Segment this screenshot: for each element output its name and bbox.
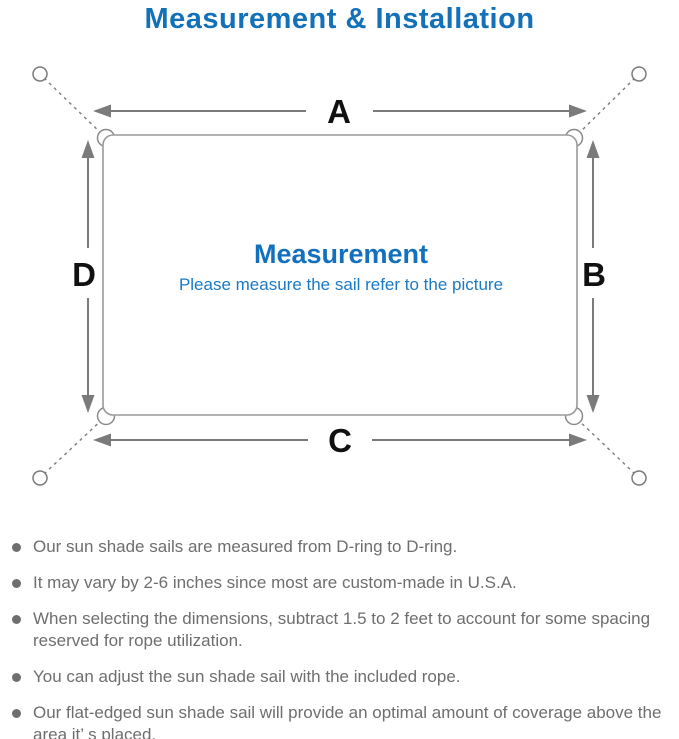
diagram-center-title: Measurement [254, 239, 428, 269]
notes-list: Our sun shade sails are measured from D-… [10, 536, 673, 739]
arrowhead-a-right-icon [569, 104, 587, 118]
arrowhead-b-down-icon [586, 395, 600, 413]
bullet-icon [12, 709, 21, 718]
dimension-label-d: D [72, 256, 96, 293]
note-text: You can adjust the sun shade sail with t… [33, 667, 461, 686]
note-item: It may vary by 2-6 inches since most are… [10, 572, 673, 594]
diagram-center-subtitle: Please measure the sail refer to the pic… [179, 275, 503, 294]
rope-line-top-left [43, 77, 107, 139]
dimension-label-a: A [327, 93, 351, 130]
anchor-point-top-left-icon [32, 66, 48, 82]
note-item: When selecting the dimensions, subtract … [10, 608, 673, 652]
dimension-label-b: B [582, 256, 606, 293]
note-text: Our flat-edged sun shade sail will provi… [33, 703, 662, 739]
arrowhead-c-left-icon [93, 433, 111, 447]
anchor-point-top-right-icon [631, 66, 647, 82]
rope-line-top-right [573, 77, 636, 139]
dimension-label-c: C [328, 422, 352, 459]
arrowhead-b-up-icon [586, 140, 600, 158]
arrowhead-d-down-icon [81, 395, 95, 413]
note-text: When selecting the dimensions, subtract … [33, 609, 651, 650]
bullet-icon [12, 673, 21, 682]
rope-line-bottom-left [43, 415, 107, 475]
bullet-icon [12, 615, 21, 624]
arrowhead-c-right-icon [569, 433, 587, 447]
note-item: Our flat-edged sun shade sail will provi… [10, 702, 673, 739]
page-title: Measurement & Installation [144, 3, 535, 35]
note-text: It may vary by 2-6 inches since most are… [33, 573, 517, 592]
rope-line-bottom-right [573, 415, 636, 475]
note-item: Our sun shade sails are measured from D-… [10, 536, 673, 558]
note-item: You can adjust the sun shade sail with t… [10, 666, 673, 688]
note-text: Our sun shade sails are measured from D-… [33, 537, 458, 556]
sail-rectangle [102, 134, 578, 416]
bullet-icon [12, 579, 21, 588]
measurement-diagram: A C D B Measurement Please measure the s… [32, 66, 647, 486]
anchor-point-bottom-right-icon [631, 470, 647, 486]
arrowhead-a-left-icon [93, 104, 111, 118]
bullet-icon [12, 543, 21, 552]
anchor-point-bottom-left-icon [32, 470, 48, 486]
arrowhead-d-up-icon [81, 140, 95, 158]
